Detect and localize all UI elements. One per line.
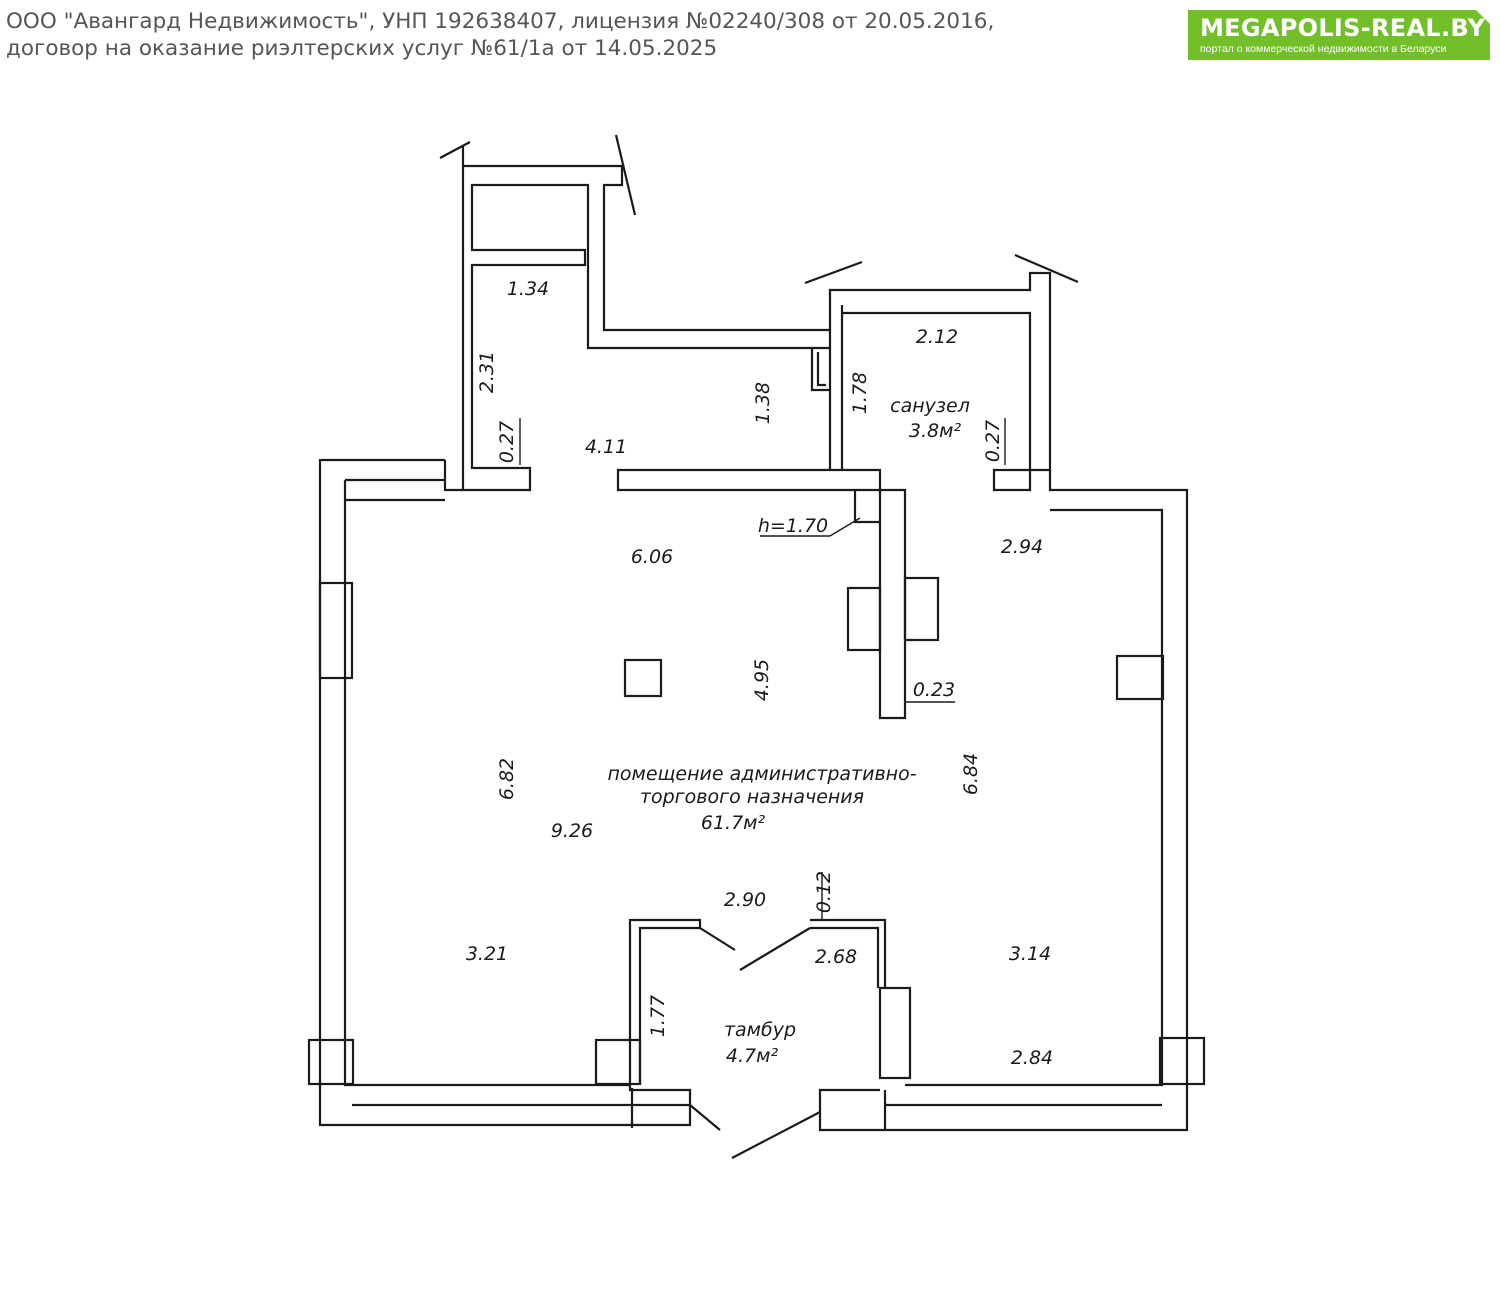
niche-right (903, 576, 940, 642)
shaft (810, 348, 832, 392)
dim-1-34: 1.34 (507, 278, 549, 300)
dim-1-38: 1.38 (752, 382, 774, 424)
column-left-bottom (307, 1038, 355, 1086)
wall-break-1 (439, 141, 471, 159)
wall-bath (828, 271, 1052, 472)
dim-3-21: 3.21 (466, 943, 508, 965)
column-right (1115, 654, 1165, 701)
header-line-2: договор на оказание риэлтерских услуг №6… (6, 36, 718, 61)
window-bottom-right (883, 1090, 1162, 1130)
dim-h-1-70: h=1.70 (758, 515, 828, 537)
dim-2-31: 2.31 (476, 351, 498, 393)
dim-0-12: 0.12 (813, 871, 835, 913)
room-vestibule-area: 4.7м² (726, 1045, 779, 1067)
wall-vestibule-left (628, 918, 702, 1085)
column-right-bottom (1158, 1036, 1206, 1086)
wall-break-4 (1014, 253, 1079, 284)
niche-small (853, 490, 880, 524)
dim-4-95: 4.95 (751, 659, 773, 701)
wall-central-partition (616, 468, 907, 720)
walls (307, 134, 1206, 1159)
dim-6-82: 6.82 (496, 758, 518, 800)
room-bath-name: санузел (890, 395, 970, 417)
wall-left-outer (318, 458, 692, 1127)
column-vestibule-right (878, 986, 912, 1080)
wall-right-inner (905, 508, 1164, 1087)
dim-6-06: 6.06 (631, 546, 673, 568)
header-line-1: ООО "Авангард Недвижимость", УНП 1926384… (6, 9, 995, 34)
dim-2-90: 2.90 (724, 889, 766, 911)
room-main-line1: помещение административно- (607, 763, 916, 785)
entrance-door-right (731, 1111, 821, 1159)
niche-left (846, 586, 882, 652)
dim-1-77: 1.77 (647, 995, 669, 1037)
wall-bath-left (828, 305, 844, 470)
dim-1-78: 1.78 (849, 372, 871, 414)
dim-2-94: 2.94 (1001, 536, 1043, 558)
wall-break-2 (614, 134, 637, 216)
dim-0-23: 0.23 (913, 679, 955, 701)
room-bath-area: 3.8м² (909, 420, 962, 442)
header-legal-info: ООО "Авангард Недвижимость", УНП 1926384… (6, 8, 1176, 62)
entrance-door-left (689, 1104, 721, 1131)
wall-upper-left (461, 145, 832, 492)
dim-9-26: 9.26 (551, 820, 593, 842)
dim-2-84: 2.84 (1011, 1047, 1053, 1069)
door-swing-left (699, 927, 736, 951)
wall-bath-stub (992, 468, 1032, 492)
wall-vestibule-right (810, 918, 887, 988)
room-main-line2: торгового назначения (640, 786, 864, 808)
wall-left-join (443, 460, 463, 492)
brand-tagline: портал о коммерческой недвижимости в Бел… (1200, 43, 1447, 55)
brand-logo[interactable]: MEGAPOLIS-REAL.BY портал о коммерческой … (1188, 10, 1490, 60)
dim-2-68: 2.68 (815, 946, 857, 968)
dim-0-27-right: 0.27 (982, 420, 1004, 462)
dim-0-27-left: 0.27 (496, 421, 518, 463)
dim-2-12: 2.12 (916, 326, 958, 348)
brand-name: MEGAPOLIS-REAL.BY (1200, 14, 1486, 42)
column-vestibule-left (594, 1038, 642, 1086)
brand-corner-mark (1476, 10, 1490, 24)
dim-4-11: 4.11 (585, 436, 627, 458)
dim-6-84: 6.84 (960, 753, 982, 795)
wall-left-inner (343, 478, 630, 1087)
leader-h170-tail (829, 517, 861, 537)
wall-right-outer (818, 470, 1189, 1132)
window-left (318, 581, 354, 680)
door-swing-right (739, 927, 811, 971)
wall-break-3 (804, 260, 863, 285)
dim-3-14: 3.14 (1009, 943, 1051, 965)
room-vestibule-name: тамбур (724, 1019, 796, 1041)
room-main-area: 61.7м² (701, 812, 766, 834)
column-center (623, 658, 663, 698)
